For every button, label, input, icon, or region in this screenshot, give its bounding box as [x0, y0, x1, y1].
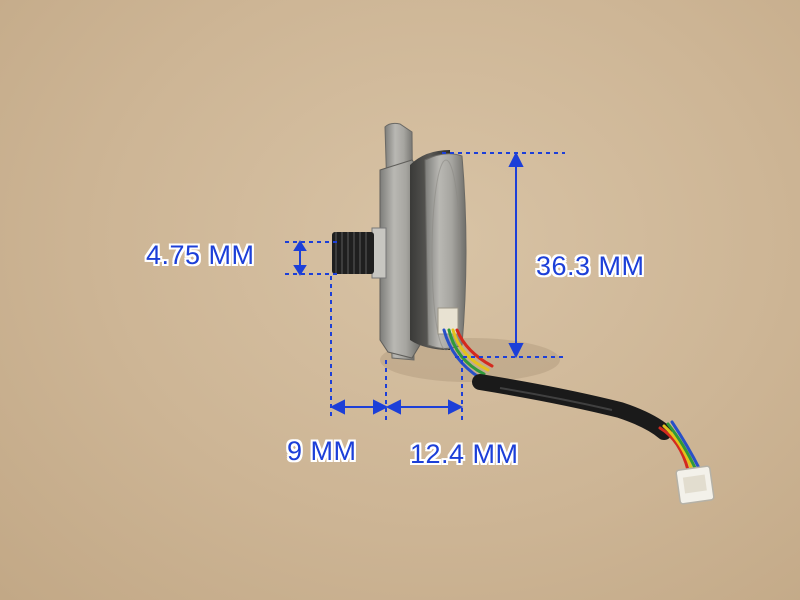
body-diameter-label: 36.3 MM: [536, 251, 645, 281]
cable-end-wires: [658, 420, 702, 472]
shaft-length-label: 9 MM: [287, 436, 357, 466]
dimension-arrows: [293, 151, 524, 415]
rear-housing: [424, 153, 467, 349]
pinion-height-label: 4.75 MM: [146, 240, 255, 270]
wire-exit-block: [437, 307, 459, 335]
shaft-collar: [371, 227, 387, 279]
motor-wires: [442, 328, 494, 380]
dimension-lines: [285, 152, 565, 420]
cable-sheath: [472, 374, 672, 440]
body-thickness-label: 12.4 MM: [410, 439, 519, 469]
